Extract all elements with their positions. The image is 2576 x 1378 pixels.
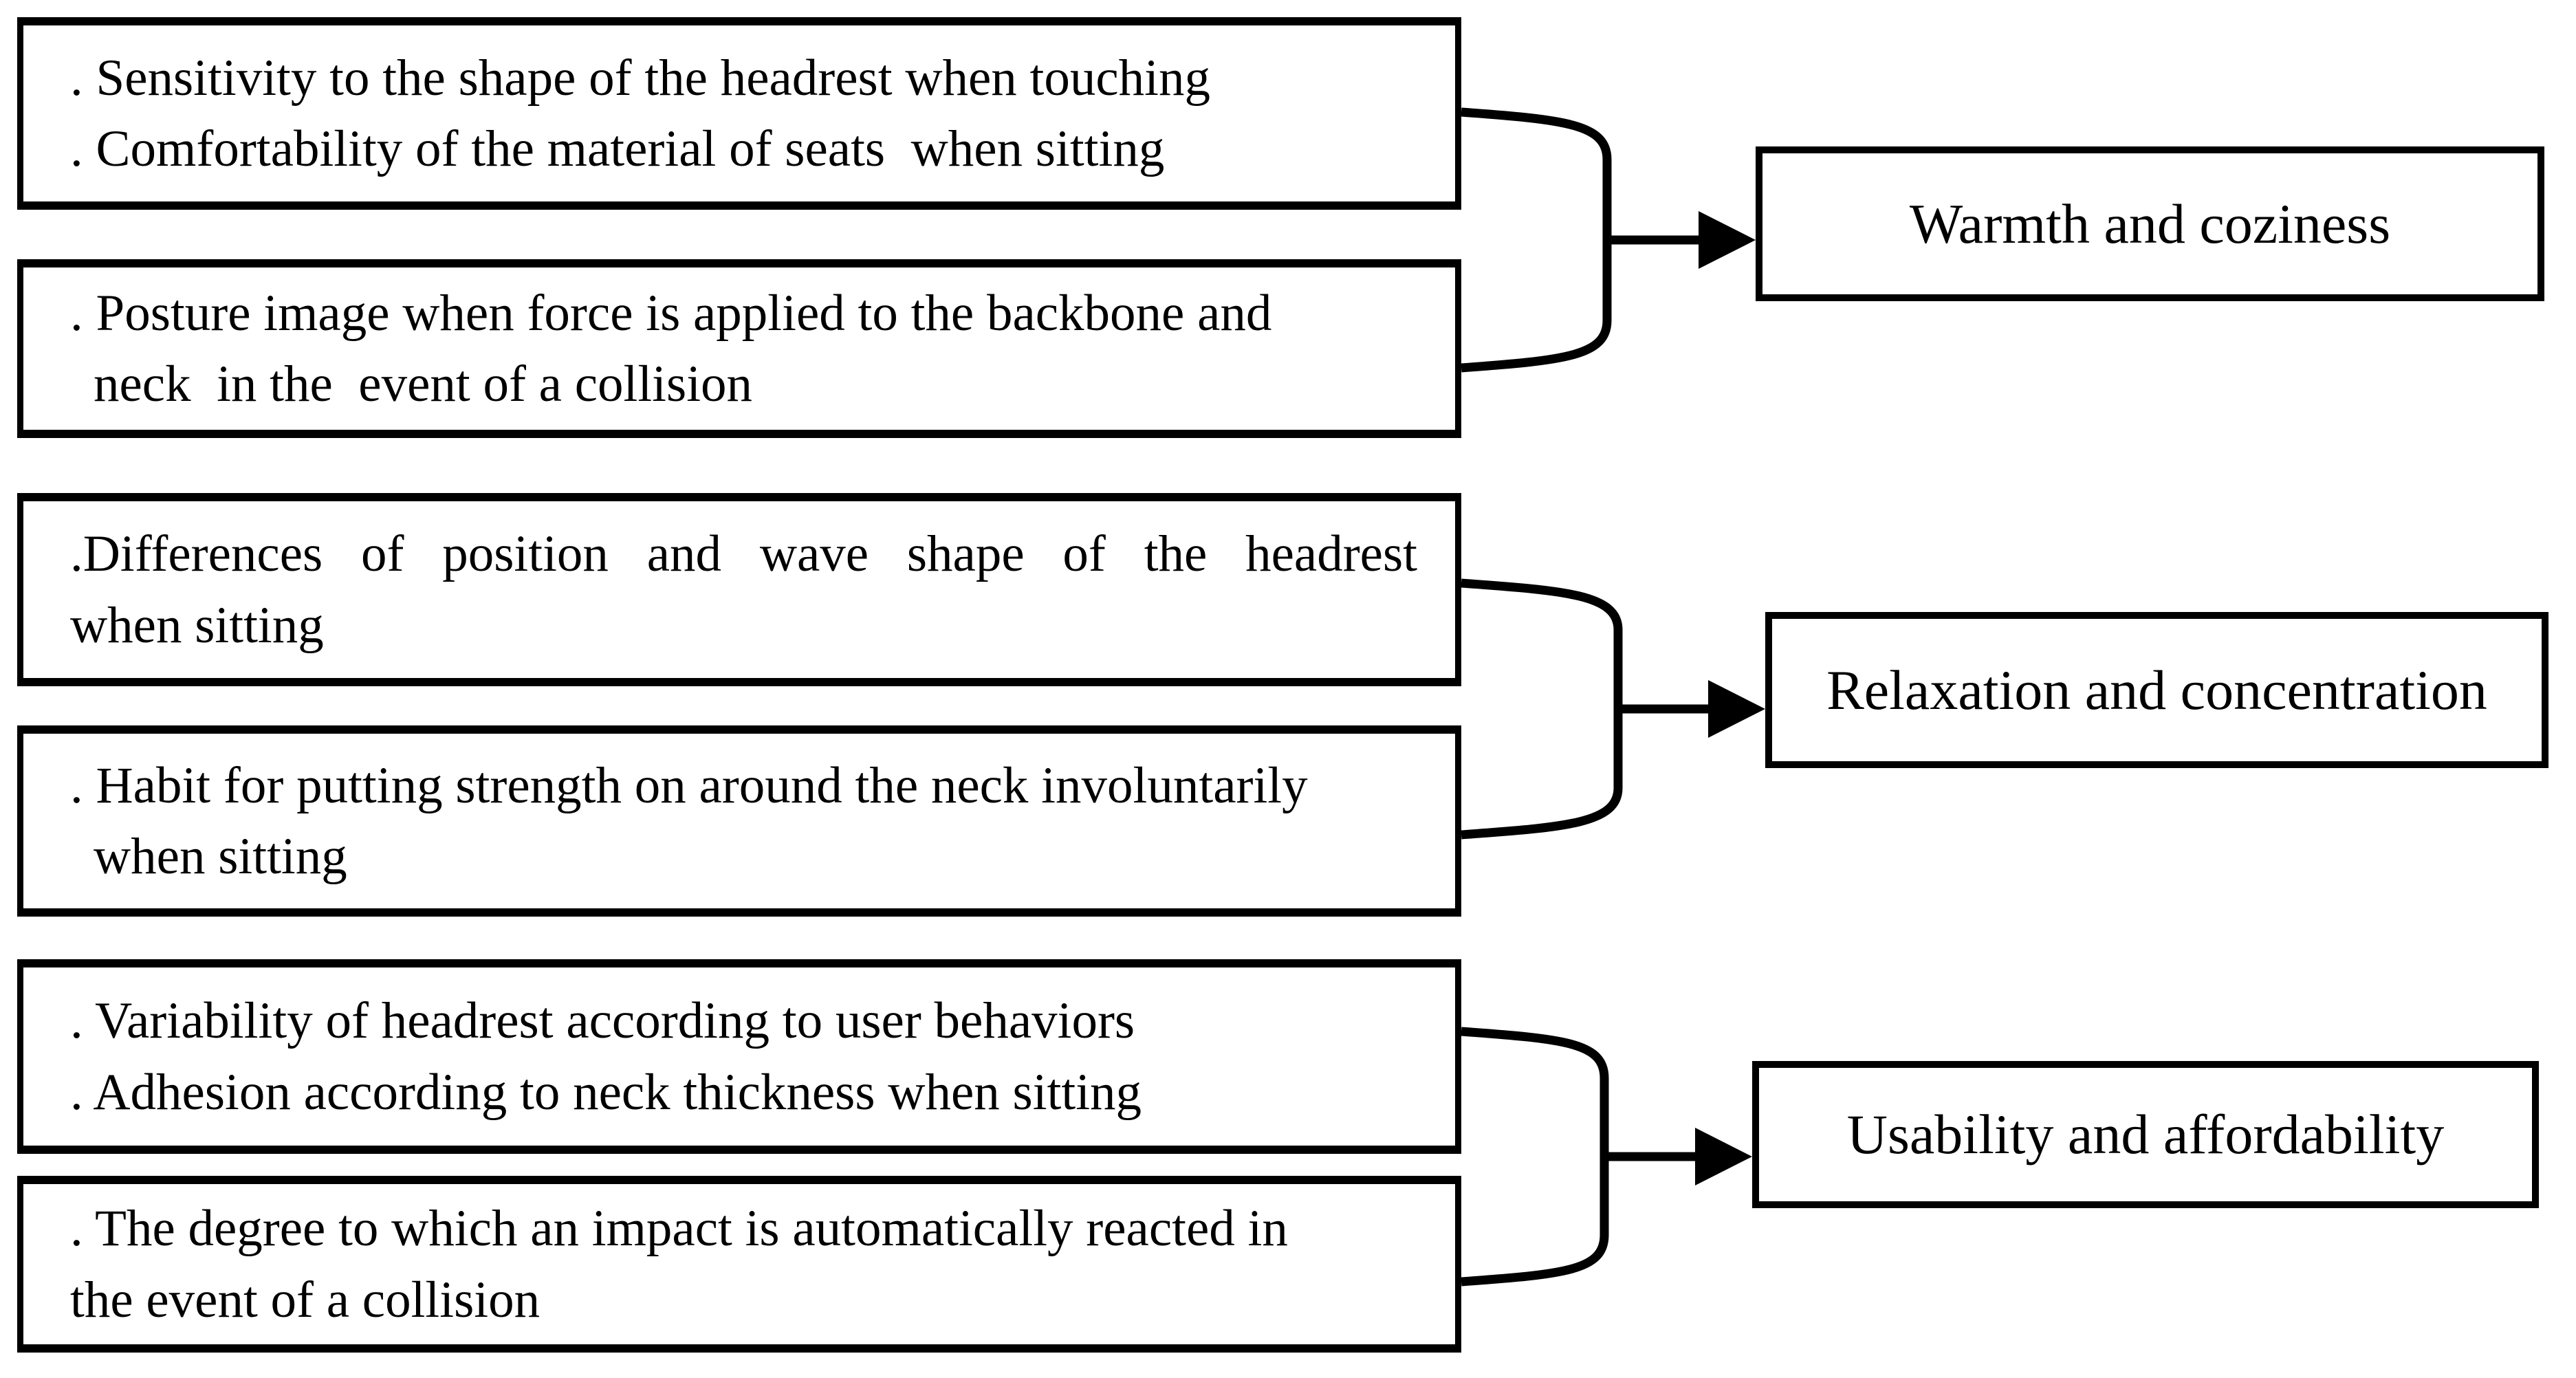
source-box: . Posture image when force is applied to… (17, 259, 1461, 438)
source-box: . The degree to which an impact is autom… (17, 1176, 1461, 1353)
bracket-connector (1461, 578, 1623, 840)
source-line: . Habit for putting strength on around t… (70, 756, 1308, 814)
source-box: .Differences of position and wave shape … (17, 493, 1461, 686)
source-line: the event of a collision (70, 1271, 541, 1328)
arrow-head-icon (1708, 680, 1765, 738)
arrow-head-icon (1695, 1128, 1752, 1185)
arrow-head-icon (1699, 211, 1756, 269)
source-line: neck in the event of a collision (94, 356, 753, 413)
source-line: when sitting (70, 596, 324, 654)
source-line: . Adhesion according to neck thickness w… (70, 1063, 1142, 1121)
bracket-connector (1461, 1027, 1609, 1287)
target-box: Warmth and coziness (1756, 146, 2544, 301)
source-box: . Habit for putting strength on around t… (17, 725, 1461, 917)
source-line: . Comfortability of the material of seat… (70, 120, 1165, 177)
source-line: . Posture image when force is applied to… (70, 284, 1272, 342)
target-box: Relaxation and concentration (1765, 612, 2548, 768)
source-line: . The degree to which an impact is autom… (70, 1200, 1288, 1257)
source-line: when sitting (94, 828, 347, 885)
source-line: . Variability of headrest according to u… (70, 992, 1135, 1049)
target-box: Usability and affordability (1752, 1061, 2539, 1208)
source-line: . Sensitivity to the shape of the headre… (70, 49, 1210, 107)
source-box: . Variability of headrest according to u… (17, 959, 1461, 1154)
source-box: . Sensitivity to the shape of the headre… (17, 17, 1461, 210)
source-line: .Differences of position and wave shape … (70, 525, 1417, 582)
bracket-connector (1461, 107, 1612, 373)
